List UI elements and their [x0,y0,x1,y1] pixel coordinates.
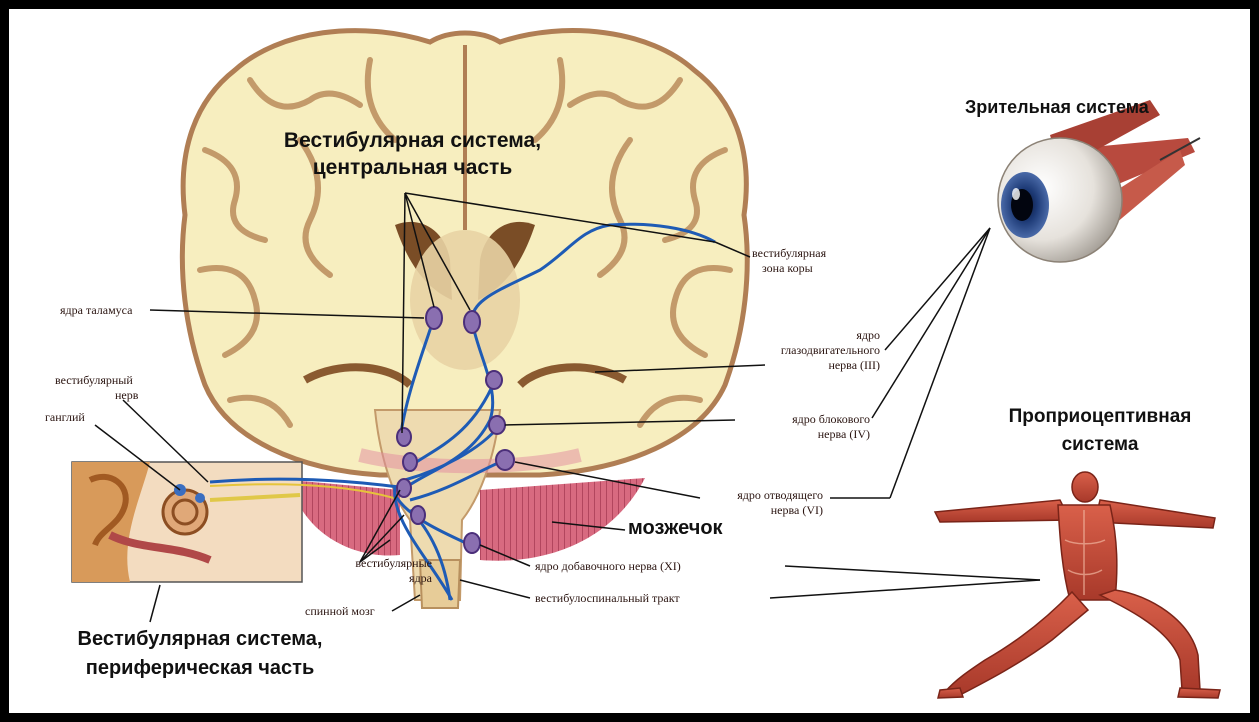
label-vestibular-nerve-line1: вестибулярный [55,373,138,388]
label-trochlear-line1: ядро блокового [730,412,870,427]
label-oculomotor-line1: ядро [740,328,880,343]
label-ganglion: ганглий [45,410,85,425]
label-vestibular-nuclei-line1: вестибулярные [300,556,432,571]
title-vestibular-peripheral-line1: Вестибулярная система, [30,625,370,654]
eye-illustration [998,100,1200,262]
label-vestibular-nerve: вестибулярный нерв [55,373,138,403]
label-oculomotor-line2: глазодвигательного [740,343,880,358]
title-proprioceptive-system: Проприоцептивная система [975,403,1225,459]
label-trochlear-line2: нерва (IV) [730,427,870,442]
label-vestibular-cortex-zone: вестибулярная зона коры [752,246,826,276]
muscle-figure [935,472,1220,698]
label-abducens-line2: нерва (VI) [680,503,823,518]
label-vestibular-nuclei-line2: ядра [300,571,432,586]
label-thalamus-nuclei: ядра таламуса [60,303,132,318]
label-accessory-nucleus: ядро добавочного нерва (XI) [535,559,681,574]
label-cerebellum: мозжечок [628,517,723,540]
title-vestibular-peripheral-line2: периферическая часть [30,654,370,683]
label-trochlear-nucleus: ядро блокового нерва (IV) [730,412,870,442]
label-vestibular-cortex-zone-line2: зона коры [752,261,826,276]
label-vestibular-nuclei: вестибулярные ядра [300,556,432,586]
title-proprioceptive-line2: система [975,431,1225,459]
title-vestibular-central: Вестибулярная система, центральная часть [245,127,580,181]
title-vestibular-central-line1: Вестибулярная система, [245,127,580,154]
title-proprioceptive-line1: Проприоцептивная [975,403,1225,431]
label-oculomotor-nucleus: ядро глазодвигательного нерва (III) [740,328,880,373]
title-vestibular-peripheral: Вестибулярная система, периферическая ча… [30,625,370,683]
label-vestibulospinal-tract: вестибулоспинальный тракт [535,591,680,606]
label-oculomotor-line3: нерва (III) [740,358,880,373]
label-abducens-nucleus: ядро отводящего нерва (VI) [680,488,823,518]
label-abducens-line1: ядро отводящего [680,488,823,503]
title-visual-system: Зрительная система [965,97,1149,118]
label-spinal-cord: спинной мозг [305,604,375,619]
label-vestibular-cortex-zone-line1: вестибулярная [752,246,826,261]
title-vestibular-central-line2: центральная часть [245,154,580,181]
label-vestibular-nerve-line2: нерв [55,388,138,403]
